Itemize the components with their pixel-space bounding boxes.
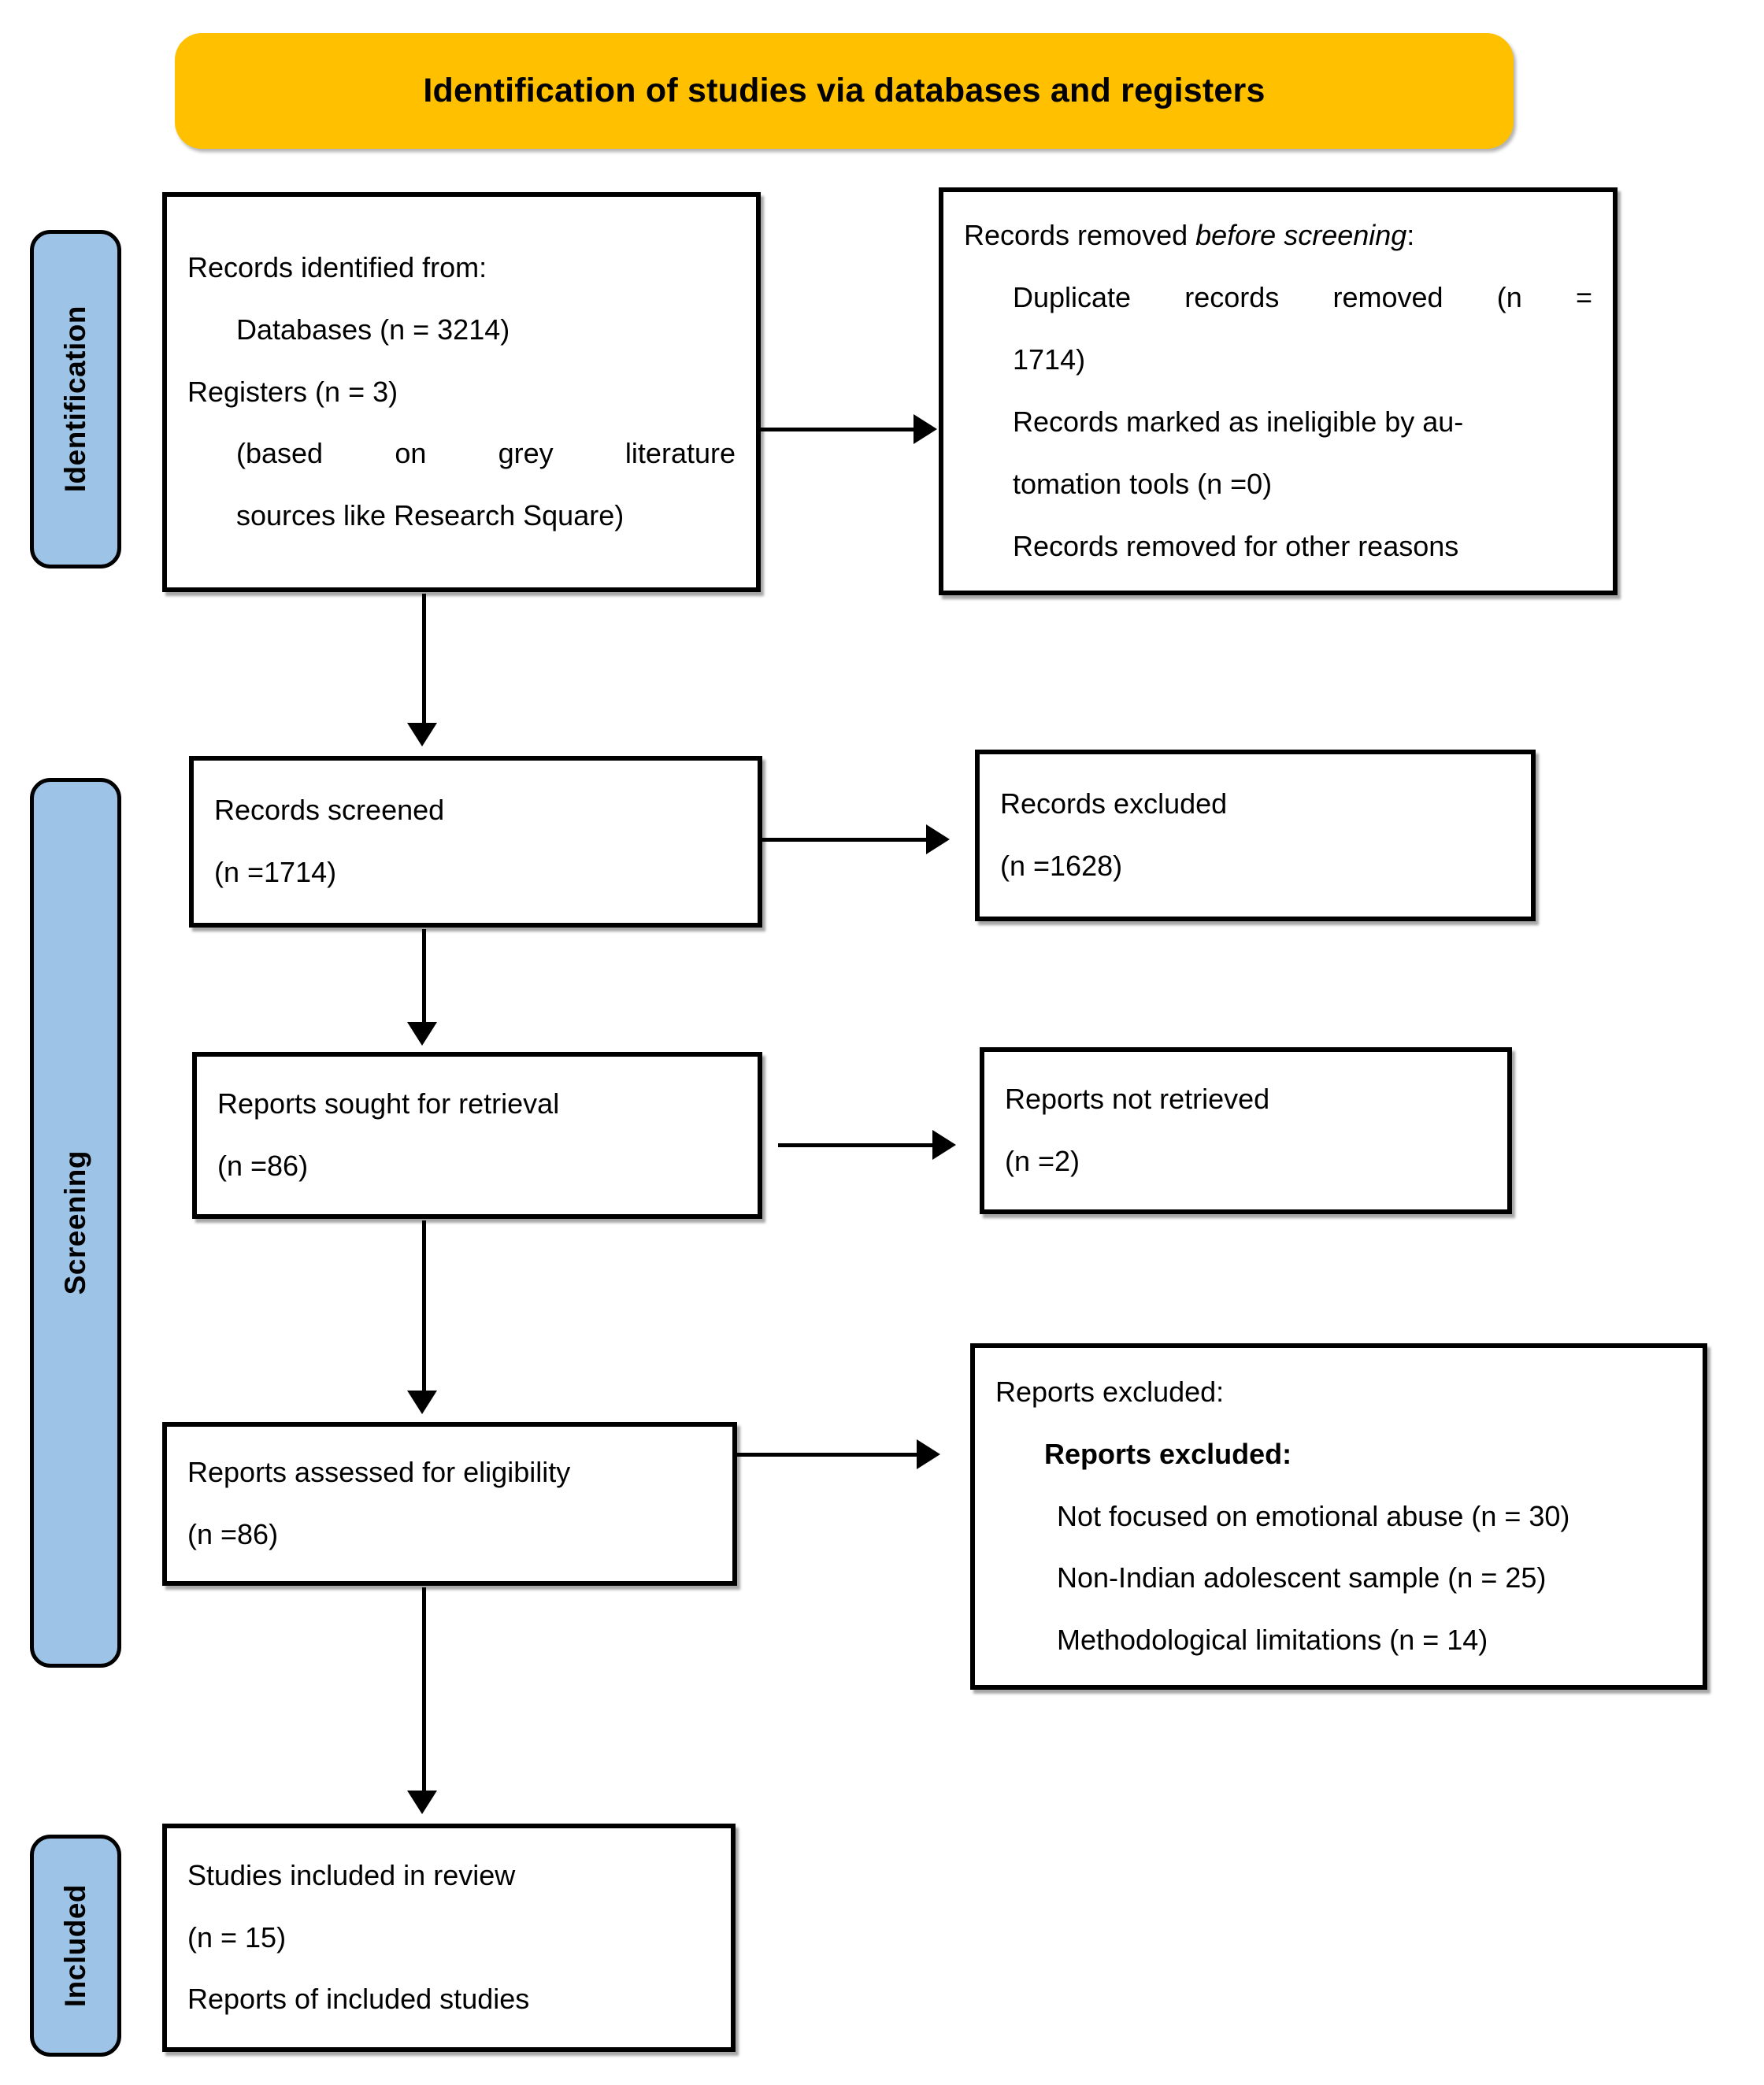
diagram-banner: Identification of studies via databases … [175, 33, 1514, 149]
box-reports-sought-for-retrieval: Reports sought for retrieval (n =86) [192, 1052, 762, 1219]
records-removed-duplicate-line1: Duplicate records removed (n = [1013, 281, 1592, 314]
arrowhead-screened-to-excluded [926, 824, 950, 854]
studies-included-label: Studies included in review [187, 1858, 516, 1891]
arrowhead-identified-to-screened [407, 723, 437, 746]
connector-screened-to-excluded [762, 838, 928, 842]
box-reports-excluded-detail: Reports excluded: Reports excluded: Not … [970, 1343, 1707, 1690]
records-identified-databases: Databases (n = 3214) [236, 313, 510, 346]
studies-included-reports-label: Reports of included studies [187, 1983, 530, 2016]
records-removed-title: Records removed before screening: [964, 213, 1592, 258]
connector-screened-to-sought [422, 929, 426, 1024]
connector-assessed-to-reports-excluded [737, 1453, 918, 1457]
box-records-screened: Records screened (n =1714) [189, 756, 762, 928]
records-removed-automation-line2: tomation tools (n =0) [1013, 467, 1273, 500]
reports-not-retrieved-count: (n =2) [1005, 1145, 1080, 1177]
reports-excluded-subtitle: Reports excluded: [1044, 1437, 1292, 1470]
arrowhead-identified-to-removed [914, 414, 937, 444]
records-removed-other: Records removed for other reasons [1013, 529, 1459, 562]
stage-tab-identification-label: Identification [59, 306, 91, 493]
stage-tab-included-label: Included [59, 1883, 91, 2008]
reports-sought-label: Reports sought for retrieval [217, 1087, 560, 1120]
banner-title: Identification of studies via databases … [423, 72, 1266, 109]
arrowhead-assessed-to-included [407, 1791, 437, 1814]
records-removed-title-colon: : [1406, 219, 1415, 252]
connector-assessed-to-included [422, 1587, 426, 1792]
box-reports-assessed-for-eligibility: Reports assessed for eligibility (n =86) [162, 1422, 737, 1586]
records-removed-duplicate-line2: 1714) [1013, 343, 1086, 376]
connector-sought-to-not-retrieved [778, 1143, 934, 1147]
records-identified-title: Records identified from: [187, 250, 487, 283]
records-removed-title-plain: Records removed [964, 219, 1196, 252]
reports-excluded-reason-3: Methodological limitations (n = 14) [1057, 1624, 1488, 1657]
records-removed-title-italic: before screening [1195, 219, 1407, 252]
records-removed-automation-line1: Records marked as ineligible by au- [1013, 406, 1464, 438]
box-records-excluded: Records excluded (n =1628) [975, 750, 1536, 921]
studies-included-count: (n = 15) [187, 1920, 287, 1954]
connector-identified-to-screened [422, 594, 426, 724]
stage-tab-screening: Screening [30, 778, 121, 1668]
arrowhead-sought-to-not-retrieved [932, 1130, 956, 1160]
records-excluded-count: (n =1628) [1000, 850, 1123, 882]
connector-sought-to-assessed [422, 1220, 426, 1392]
reports-assessed-count: (n =86) [187, 1518, 279, 1550]
reports-sought-count: (n =86) [217, 1150, 309, 1182]
box-records-removed-before-screening: Records removed before screening: Duplic… [939, 187, 1618, 595]
arrowhead-assessed-to-reports-excluded [917, 1439, 940, 1469]
records-screened-label: Records screened [214, 794, 445, 827]
records-identified-registers: Registers (n = 3) [187, 375, 398, 408]
reports-not-retrieved-label: Reports not retrieved [1005, 1083, 1270, 1116]
records-excluded-label: Records excluded [1000, 787, 1228, 820]
connector-identified-to-removed [761, 428, 915, 431]
records-identified-note-line2: sources like Research Square) [236, 499, 624, 532]
arrowhead-screened-to-sought [407, 1022, 437, 1046]
arrowhead-sought-to-assessed [407, 1391, 437, 1414]
stage-tab-included: Included [30, 1835, 121, 2057]
reports-excluded-reason-2: Non-Indian adolescent sample (n = 25) [1057, 1561, 1547, 1594]
stage-tab-screening-label: Screening [59, 1150, 91, 1295]
box-studies-included-in-review: Studies included in review (n = 15) Repo… [162, 1824, 736, 2052]
stage-tab-identification: Identification [30, 230, 121, 568]
box-reports-not-retrieved: Reports not retrieved (n =2) [980, 1047, 1512, 1214]
reports-assessed-label: Reports assessed for eligibility [187, 1456, 571, 1489]
box-records-identified: Records identified from: Databases (n = … [162, 192, 761, 592]
reports-excluded-reason-1: Not focused on emotional abuse (n = 30) [1057, 1499, 1570, 1532]
records-screened-count: (n =1714) [214, 856, 337, 888]
reports-excluded-title: Reports excluded: [995, 1375, 1225, 1408]
records-identified-note-line1: (based on grey literature [236, 437, 736, 470]
